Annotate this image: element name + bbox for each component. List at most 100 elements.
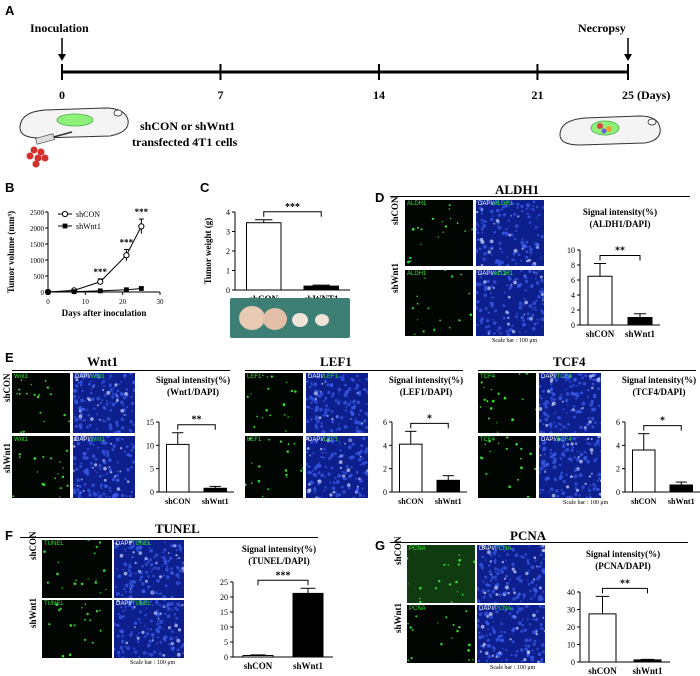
tumor-photo-graphic — [239, 306, 329, 330]
y-tick-label: 1500 — [30, 241, 45, 249]
y-tick-label: 1 — [226, 267, 230, 276]
y-tick-label: 10 — [220, 623, 228, 632]
legend-marker — [61, 210, 69, 218]
panel-f-title: TUNEL — [155, 521, 200, 536]
stain-texture — [407, 554, 475, 603]
micro-e-shwnt1-stain: TCF4 — [478, 436, 536, 498]
significance-label: *** — [120, 237, 134, 247]
dapi-nuclei-texture — [539, 436, 601, 498]
category-label: shWnt1 — [668, 497, 695, 506]
significance-label: ** — [192, 415, 202, 426]
mouse-inoculation-illustration — [19, 107, 129, 168]
y-tick-label: 0 — [41, 289, 45, 297]
micro-e-shwnt1-merge: DAPI/Wnt1 — [73, 436, 135, 498]
y-tick-label: 10 — [146, 441, 154, 450]
significance-label: ** — [620, 578, 630, 589]
x-tick-label: 20 — [119, 298, 127, 306]
micro-label: TCF4 — [556, 374, 572, 380]
y-axis-label: Signal intensity(%) — [586, 549, 660, 559]
stain-texture — [12, 449, 69, 498]
y-tick-label: 2 — [571, 306, 575, 315]
micro-label: Wnt1 — [90, 437, 105, 443]
bar — [166, 443, 190, 493]
y-tick-label: 2 — [226, 247, 230, 256]
data-point — [97, 288, 103, 294]
x-tick-label: 30 — [157, 298, 165, 306]
micro-label: TCF4 — [480, 374, 495, 380]
stain-texture — [479, 436, 536, 498]
micro-label-prefix: DAPI/ — [308, 437, 324, 443]
significance-label: * — [427, 413, 432, 424]
micro-label: PCNA — [409, 606, 426, 612]
start-arrowhead — [58, 54, 66, 61]
y-tick-label: 4 — [383, 441, 387, 450]
dapi-nuclei-texture — [73, 436, 135, 498]
y-tick-label: 6 — [571, 276, 575, 285]
caption-line-2: transfected 4T1 cells — [132, 135, 238, 149]
micro-label: LEF1 — [323, 374, 339, 380]
y-tick-label: 2 — [383, 465, 387, 474]
micro-label: TUNEL — [44, 541, 64, 547]
bar — [303, 285, 339, 291]
category-label: shWnt1 — [202, 497, 229, 506]
micro-label: LEF1 — [247, 374, 262, 380]
panel-e-group-title: Wnt1 — [87, 354, 119, 369]
x-tick-label: 0 — [46, 298, 50, 306]
micro-e-shcon-stain: Wnt1 — [12, 373, 70, 433]
stain-texture — [407, 204, 473, 264]
stain-texture — [407, 610, 474, 662]
timeline-tick-label: 21 — [531, 88, 543, 102]
y-tick-label: 4 — [571, 291, 575, 300]
dapi-nuclei-texture — [476, 200, 544, 266]
data-point — [138, 286, 144, 291]
panel-e-group-title: LEF1 — [320, 354, 352, 369]
tumor-photo — [230, 298, 350, 338]
panel-e-group-title: TCF4 — [553, 354, 586, 369]
y-tick-label: 40 — [567, 588, 575, 597]
category-label: shWnt1 — [293, 661, 324, 671]
significance-bracket — [257, 579, 309, 586]
panel-label-a: A — [5, 3, 15, 18]
y-axis-label: Signal intensity(%) — [389, 375, 463, 385]
data-point — [71, 289, 77, 295]
y-axis-label-2: (PCNA/DAPI) — [595, 561, 651, 571]
category-label: shCON — [588, 666, 617, 675]
micro-f-shwnt1-stain: TUNEL — [42, 600, 112, 658]
micro-e-shcon-merge: DAPI/Wnt1 — [73, 373, 135, 433]
y-tick-label: 10 — [567, 246, 575, 255]
micro-e-shwnt1-stain: LEF1 — [245, 436, 303, 498]
caption-line-1: shCON or shWnt1 — [140, 119, 235, 133]
micro-label-prefix: DAPI/ — [478, 271, 494, 277]
panel-label-c: C — [200, 180, 210, 195]
y-axis-label-2: (Wnt1/DAPI) — [167, 387, 219, 397]
significance-label: *** — [276, 570, 291, 581]
panel-f-row1: shCON — [28, 531, 38, 560]
dapi-nuclei-texture — [114, 540, 184, 598]
panel-e-rule — [12, 370, 230, 371]
category-label: shCON — [631, 497, 657, 506]
significance-bracket — [177, 424, 216, 430]
panel-d-title: ALDH1 — [495, 182, 540, 197]
panel-f-rule — [20, 537, 318, 538]
y-tick-label: 20 — [567, 623, 575, 632]
scale-bar-f: Scale bar : 100 μm — [130, 660, 176, 666]
bar — [633, 659, 662, 663]
legend-label: shCON — [76, 210, 100, 219]
micro-g-shcon-merge: DAPI/PCNA — [477, 545, 545, 603]
micro-label: LEF1 — [247, 437, 262, 443]
stain-texture — [16, 379, 70, 433]
micro-e-shwnt1-merge: DAPI/LEF1 — [306, 436, 368, 498]
micro-d-shcon-merge: DAPI/ALDH1 — [476, 200, 544, 266]
y-tick-label: 0 — [150, 488, 154, 497]
micro-label-prefix: DAPI/ — [308, 374, 324, 380]
y-axis-label: Tumor volume (mm³) — [6, 211, 16, 293]
dapi-nuclei-texture — [73, 373, 135, 433]
micro-label: TUNEL — [131, 601, 152, 607]
stain-texture — [479, 373, 536, 433]
significance-label: *** — [135, 207, 149, 217]
